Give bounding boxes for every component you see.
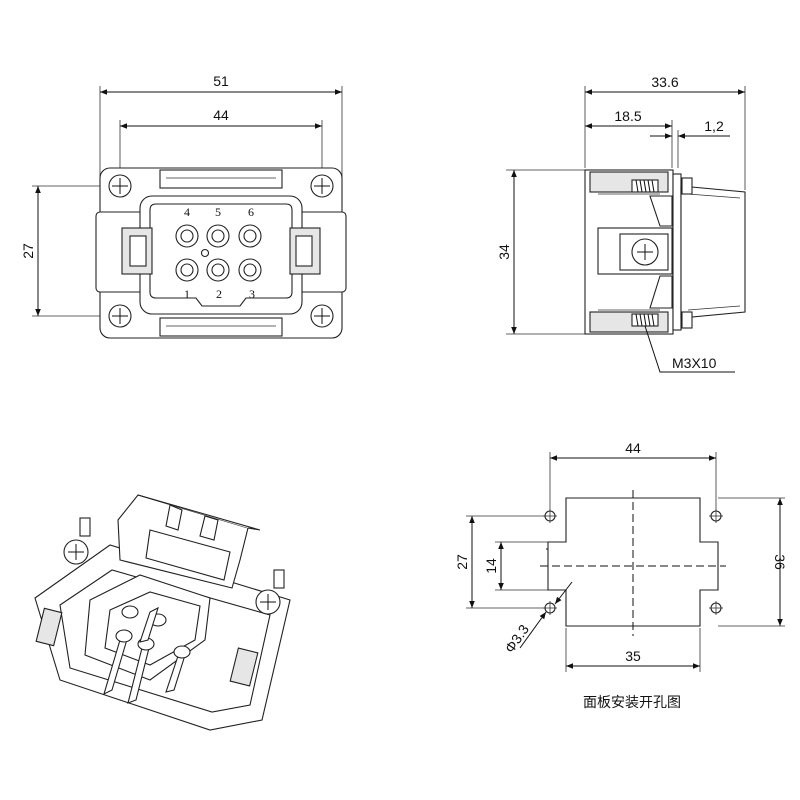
pin-contact-3 (238, 258, 262, 282)
panel-cutout-view: 44 27 14 36 35 5 Φ3.3 面板安装开孔图 (454, 440, 788, 711)
dim-cutout-width: 35 (625, 648, 641, 664)
side-latch (680, 185, 746, 319)
screw-icon (108, 174, 132, 198)
isometric-view (34, 494, 291, 731)
pin-contact-6 (238, 224, 262, 248)
dim-hole-spacing-top: 44 (625, 440, 641, 456)
mounting-hole-icon (543, 601, 557, 615)
pin-contact-2 (206, 258, 230, 282)
pin-label-3: 3 (249, 287, 255, 301)
pin-label-5: 5 (215, 205, 221, 219)
dim-height-front: 27 (20, 243, 36, 259)
mounting-hole-icon (543, 509, 557, 523)
screw-icon (310, 304, 334, 328)
dim-hole-diameter: Φ3.3 (501, 621, 532, 655)
pin-label-1: 1 (184, 287, 190, 301)
pin-contact-5 (206, 224, 230, 248)
pin-label-4: 4 (184, 205, 190, 219)
mounting-hole-icon (709, 509, 723, 523)
dim-flange: 1,2 (704, 118, 724, 134)
front-view: 51 44 27 (20, 73, 347, 339)
dim-inner-height: 14 (483, 558, 499, 574)
screw-icon (63, 517, 91, 565)
side-view: 33.6 18.5 1,2 34 (496, 74, 746, 373)
screw-icon (108, 304, 132, 328)
dim-total-depth: 33.6 (651, 74, 678, 90)
pin-label-6: 6 (248, 205, 254, 219)
dim-cutout-height: 36 (772, 554, 788, 570)
earth-screw-icon (619, 233, 669, 271)
screw-label: M3X10 (672, 355, 717, 371)
dim-width-holes: 44 (213, 107, 229, 123)
mounting-hole-icon (709, 601, 723, 615)
screw-icon (310, 174, 334, 198)
cutout-caption: 面板安装开孔图 (583, 695, 681, 711)
pin-label-2: 2 (216, 287, 222, 301)
pin-contact-4 (175, 224, 199, 248)
pin-contact-1 (175, 258, 199, 282)
dim-depth: 18.5 (614, 108, 641, 124)
screw-icon (255, 569, 285, 615)
dim-width-outer: 51 (213, 73, 229, 89)
dim-hole-spacing-side: 27 (454, 554, 470, 570)
dim-height-side: 34 (496, 244, 512, 260)
screw-leader (644, 325, 735, 373)
